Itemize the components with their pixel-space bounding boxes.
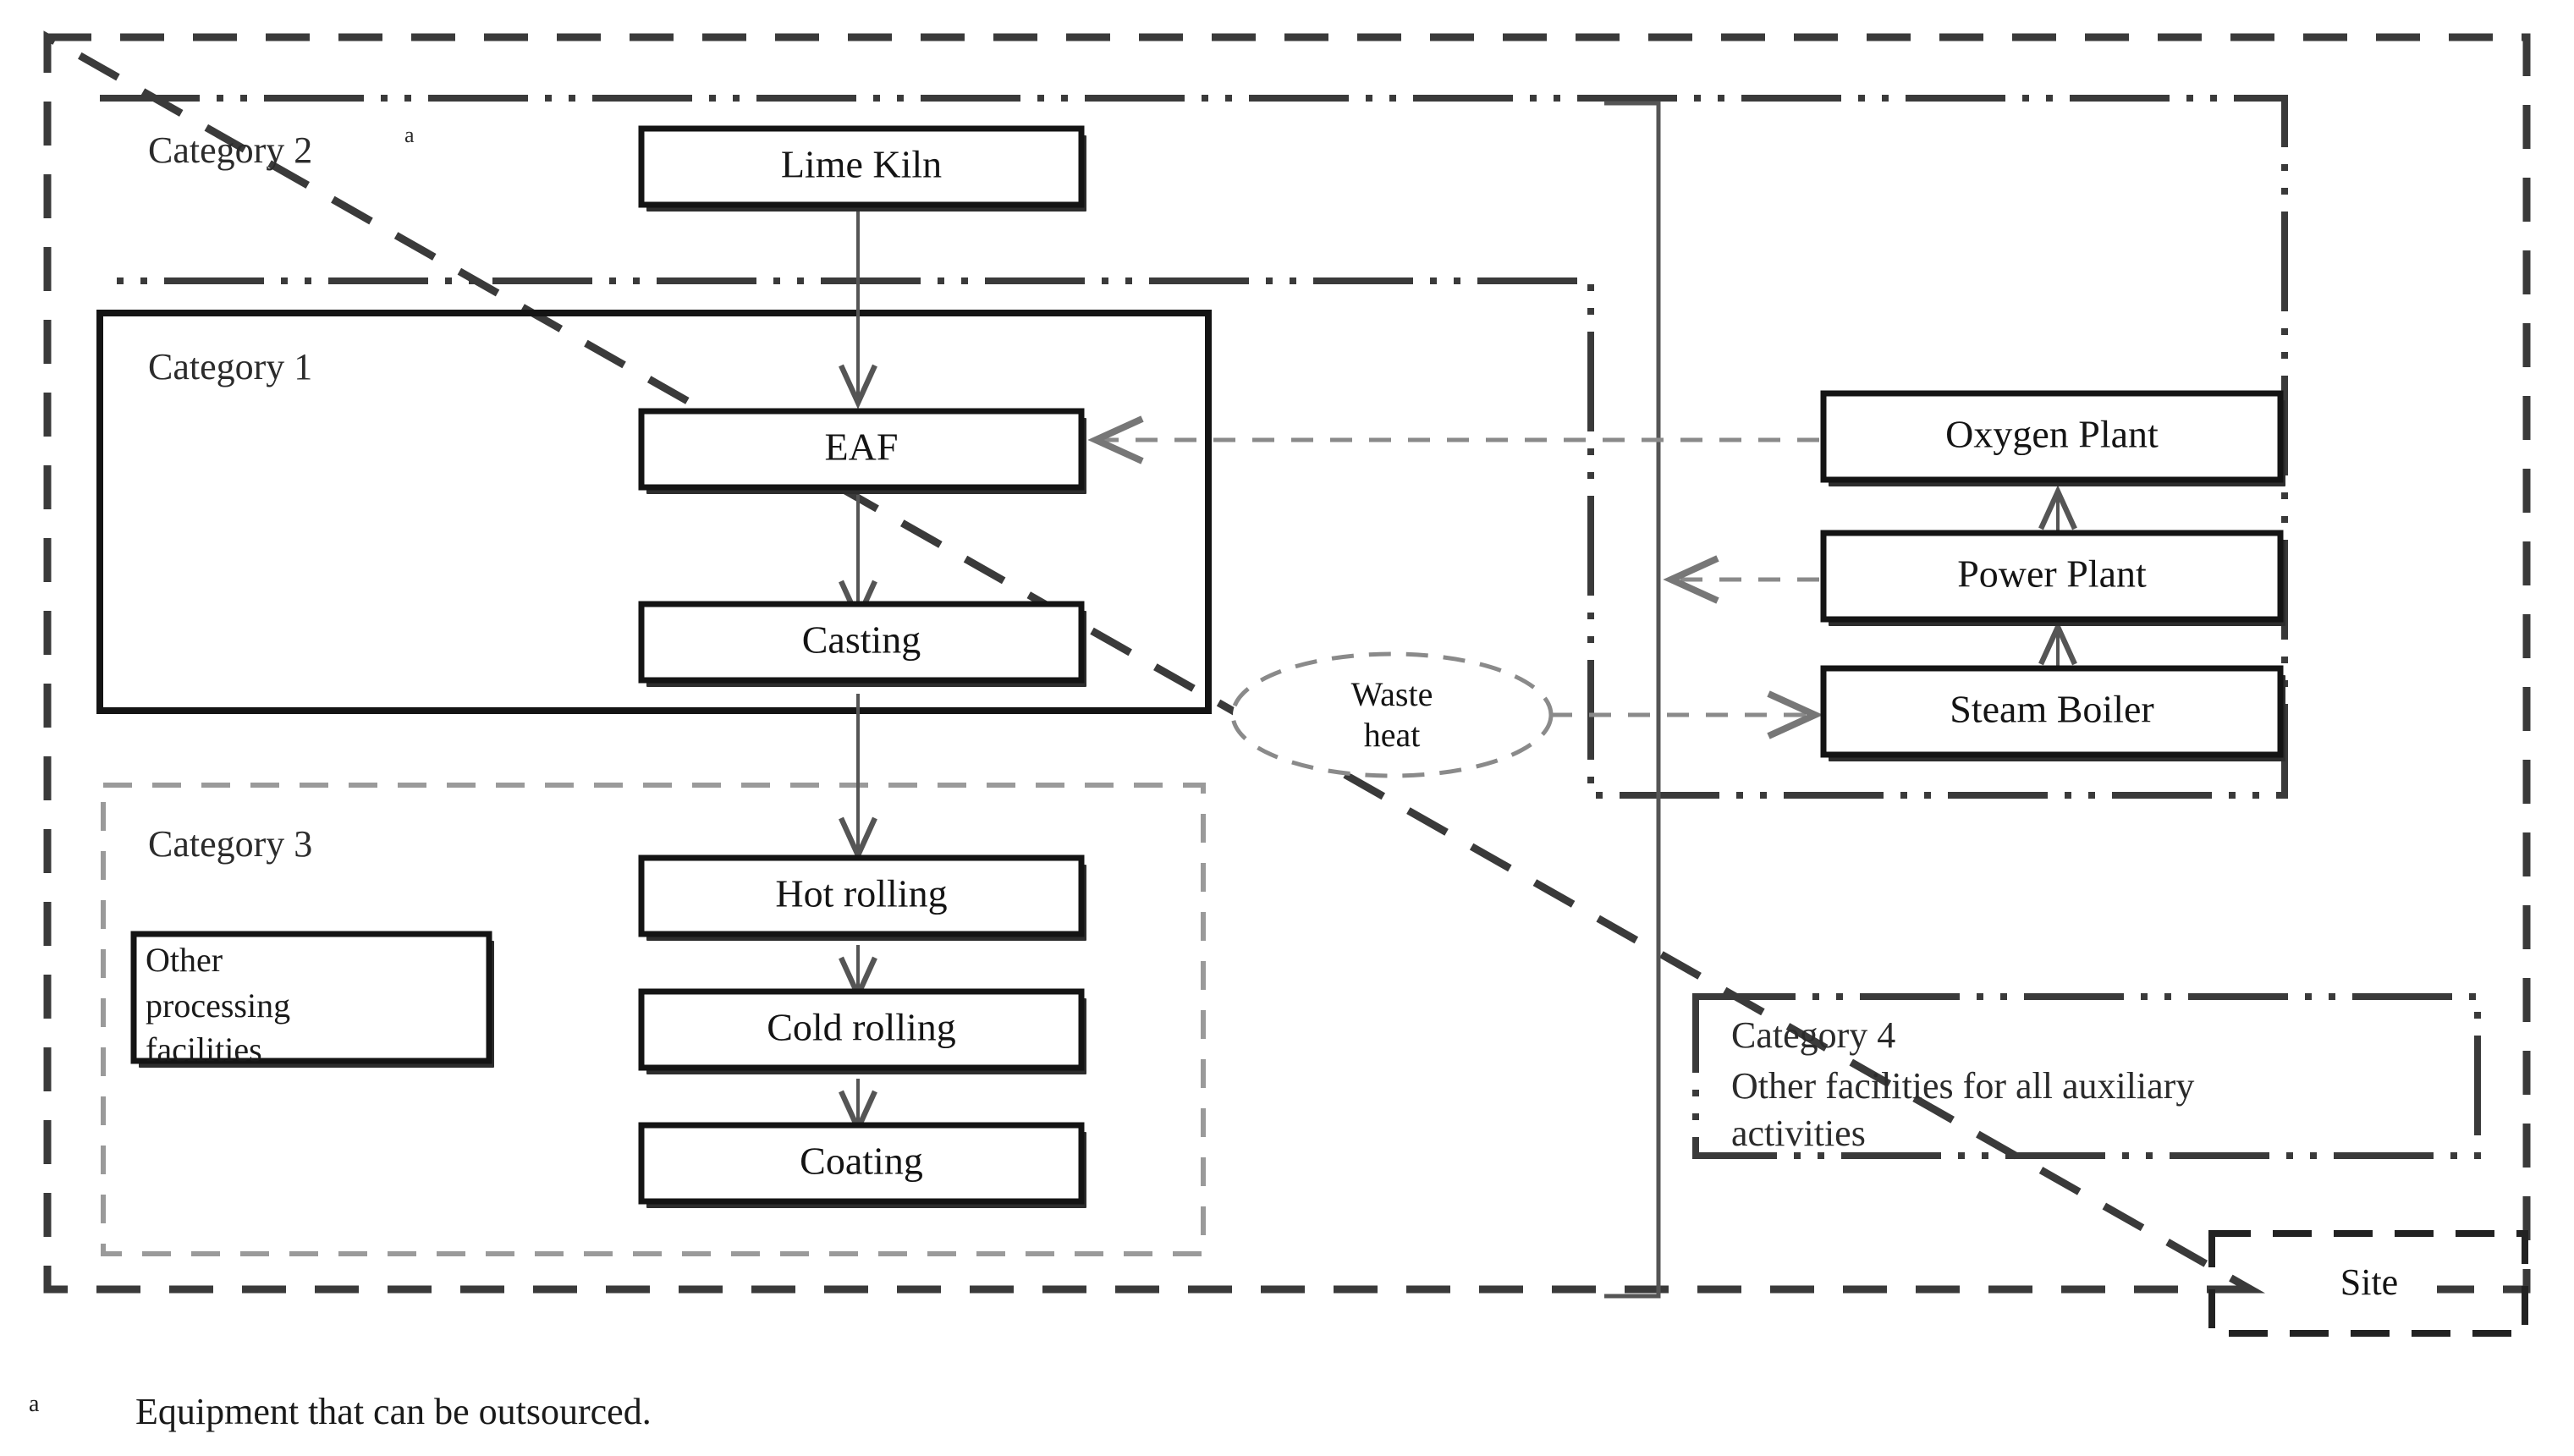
steam-boiler-label: Steam Boiler	[1950, 688, 2153, 731]
site-label-box: Site	[2208, 1230, 2528, 1337]
process-box-coating[interactable]: Coating	[638, 1122, 1086, 1208]
category-3-label: Category 3	[148, 823, 312, 865]
process-box-cold-rolling[interactable]: Cold rolling	[638, 988, 1086, 1074]
category-2-label: Category 2	[148, 129, 312, 171]
category-4-label-group: Category 4 Other facilities for all auxi…	[1731, 1014, 2194, 1154]
footnote-marker: a	[29, 1391, 40, 1417]
other-processing-line1: Other	[146, 941, 223, 979]
eaf-label: EAF	[825, 426, 899, 469]
site-label: Site	[2340, 1261, 2398, 1303]
other-processing-line2: processing	[146, 986, 290, 1025]
lime-kiln-label: Lime Kiln	[781, 143, 942, 186]
category-2-superscript: a	[404, 123, 415, 147]
category-4-region	[1692, 993, 2481, 1159]
utility-box-steam-boiler[interactable]: Steam Boiler	[1820, 665, 2285, 761]
cold-rolling-label: Cold rolling	[767, 1006, 956, 1049]
category-2-label-group: Category 2 a	[148, 123, 415, 171]
process-box-casting[interactable]: Casting	[638, 601, 1086, 687]
hot-rolling-label: Hot rolling	[775, 872, 947, 915]
utility-dashed-arrows	[1087, 415, 1823, 739]
oxygen-plant-label: Oxygen Plant	[1945, 413, 2159, 456]
process-box-other-processing[interactable]: Other processing facilities	[130, 931, 494, 1069]
site-boundary	[43, 30, 2531, 1294]
process-box-lime-kiln[interactable]: Lime Kiln	[638, 125, 1086, 212]
footnote: a Equipment that can be outsourced.	[29, 1391, 652, 1432]
waste-heat-node: Waste heat	[1230, 651, 1554, 778]
category-2-region	[100, 95, 2288, 799]
process-box-eaf[interactable]: EAF	[638, 408, 1086, 494]
coating-label: Coating	[800, 1140, 923, 1183]
waste-heat-line2: heat	[1364, 716, 1421, 754]
category-4-label: Category 4	[1731, 1014, 1895, 1056]
other-processing-line3: facilities	[146, 1030, 262, 1069]
process-box-hot-rolling[interactable]: Hot rolling	[638, 854, 1086, 941]
category-4-desc-line1: Other facilities for all auxiliary	[1731, 1065, 2194, 1107]
utility-box-power-plant[interactable]: Power Plant	[1820, 530, 2285, 626]
flow-connectors	[839, 210, 2077, 1135]
casting-label: Casting	[802, 618, 921, 662]
category-1-region	[96, 310, 1212, 714]
site-bracket	[1604, 101, 1661, 1299]
footnote-text: Equipment that can be outsourced.	[135, 1391, 652, 1432]
category-3-region	[101, 783, 1206, 1256]
utility-box-oxygen-plant[interactable]: Oxygen Plant	[1820, 390, 2285, 486]
category-1-label: Category 1	[148, 346, 312, 387]
waste-heat-line1: Waste	[1351, 675, 1433, 713]
category-4-desc-line2: activities	[1731, 1113, 1866, 1154]
power-plant-label: Power Plant	[1957, 552, 2147, 596]
